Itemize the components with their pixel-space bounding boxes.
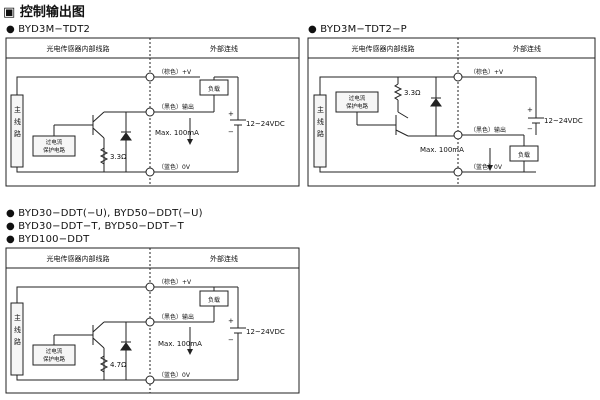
main-circuit-2a: 主 — [317, 105, 324, 114]
header-internal-1: 光电传感器内部线路 — [47, 44, 110, 53]
plus-1: + — [228, 110, 234, 118]
diagram-2-frame — [307, 37, 596, 187]
main-circuit-1b: 线 — [14, 117, 21, 126]
protect-2-line2: 保护电路 — [346, 102, 369, 110]
header-external-3: 外部连线 — [210, 254, 238, 263]
header-internal-2: 光电传感器内部线路 — [352, 44, 415, 53]
model-label-3c: ● BYD100−DDT — [6, 234, 90, 245]
minus-3: − — [228, 336, 234, 344]
black-label-3: （黑色）输出 — [158, 313, 194, 321]
header-external-1: 外部连线 — [210, 44, 238, 53]
model-label-2: ● BYD3M−TDT2−P — [308, 24, 407, 35]
protect-3-line1: 过电流 — [46, 347, 63, 355]
brown-label-2: （棕色）+V — [470, 68, 504, 76]
model-label-1: ● BYD3M−TDT2 — [6, 24, 91, 35]
minus-1: − — [228, 128, 234, 136]
plus-2: + — [527, 106, 533, 114]
resistor-label-3: 4.7Ω — [110, 361, 127, 369]
main-circuit-1a: 主 — [14, 105, 21, 114]
blue-label-1: （蓝色）0V — [158, 163, 191, 171]
diagram-npn-1-text: 光电传感器内部线路 外部连线 主 线 路 过电流 保护电路 （棕色）+V （黑色… — [14, 44, 285, 171]
header-internal-3: 光电传感器内部线路 — [47, 254, 110, 263]
model-label-3a: ● BYD30−DDT(−U), BYD50−DDT(−U) — [6, 208, 203, 219]
black-label-2: （黑色）输出 — [470, 126, 506, 134]
protect-2-line1: 过电流 — [349, 94, 366, 102]
diagram-1-frame — [5, 37, 300, 187]
model-label-3b: ● BYD30−DDT−T, BYD50−DDT−T — [6, 221, 184, 232]
protect-3-line2: 保护电路 — [43, 355, 66, 363]
max-current-2: Max. 100mA — [420, 146, 464, 154]
main-circuit-3a: 主 — [14, 313, 21, 322]
square-icon: ▣ — [3, 5, 20, 20]
blue-label-3: （蓝色）0V — [158, 371, 191, 379]
minus-2: − — [527, 125, 533, 133]
diagram-pnp-2 — [307, 37, 596, 187]
max-current-1: Max. 100mA — [155, 129, 199, 137]
plus-3: + — [228, 317, 234, 325]
diagram-3-frame — [5, 247, 300, 394]
protect-1-line2: 保护电路 — [43, 146, 66, 154]
brown-label-1: （棕色）+V — [158, 68, 192, 76]
voltage-3: 12~24VDC — [246, 328, 285, 336]
black-label-1: （黑色）输出 — [158, 103, 194, 111]
diagram-npn-1 — [5, 37, 300, 187]
resistor-label-2: 3.3Ω — [404, 89, 421, 97]
resistor-label-1: 3.3Ω — [110, 153, 127, 161]
diagram-npn-3-text: 光电传感器内部线路 外部连线 主 线 路 过电流 保护电路 （棕色）+V （黑色… — [14, 254, 285, 379]
voltage-2: 12~24VDC — [544, 117, 583, 125]
header-external-2: 外部连线 — [513, 44, 541, 53]
voltage-1: 12~24VDC — [246, 120, 285, 128]
load-label-3: 负载 — [208, 296, 220, 304]
page-title: ▣ 控制输出图 — [3, 1, 85, 20]
main-circuit-3c: 路 — [14, 337, 21, 346]
brown-label-3: （棕色）+V — [158, 278, 192, 286]
blue-label-2: （蓝色）0V — [470, 163, 503, 171]
load-label-2: 负载 — [518, 151, 530, 159]
protect-1-line1: 过电流 — [46, 138, 63, 146]
diagram-pnp-2-text: 光电传感器内部线路 外部连线 主 线 路 过电流 保护电路 （棕色）+V （黑色… — [317, 44, 583, 171]
main-circuit-3b: 线 — [14, 325, 21, 334]
title-text: 控制输出图 — [19, 5, 85, 20]
diagram-npn-3 — [5, 247, 300, 394]
main-circuit-2c: 路 — [317, 129, 324, 138]
max-current-3: Max. 100mA — [158, 340, 202, 348]
main-circuit-2b: 线 — [317, 117, 324, 126]
load-label-1: 负载 — [208, 85, 220, 93]
main-circuit-1c: 路 — [14, 129, 21, 138]
